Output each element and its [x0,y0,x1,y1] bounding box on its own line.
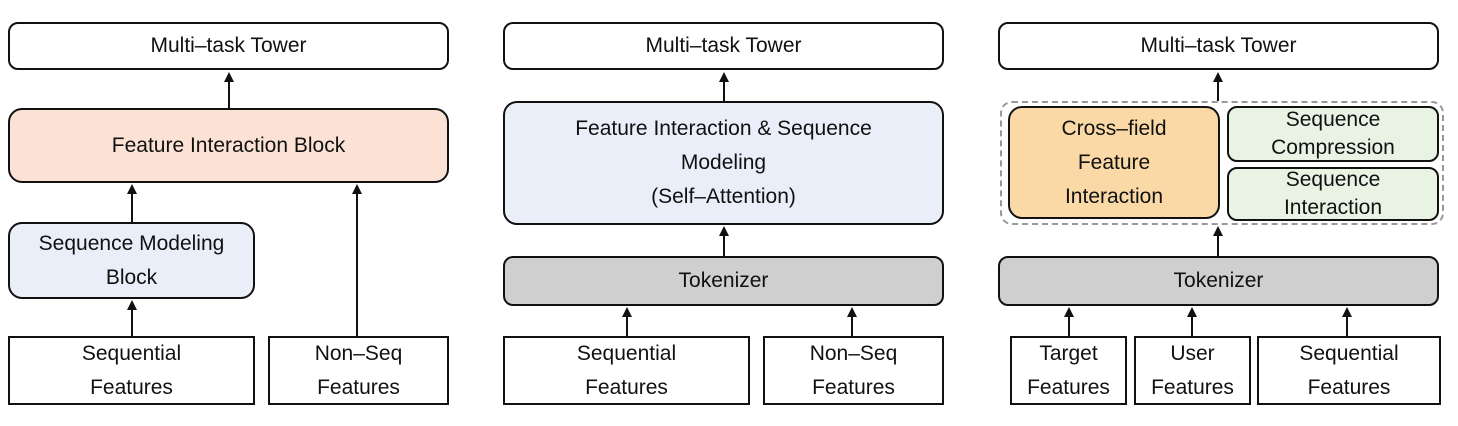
p3-target-line2: Features [1027,375,1110,399]
p2-interaction-line1: Feature Interaction & Sequence [575,117,872,140]
p3-crossfield-line2: Feature [1077,150,1151,174]
p3-user-line1: User [1170,341,1215,365]
p3-seqfeat-line2: Features [1307,375,1391,399]
p2-interaction-line3: (Self–Attention) [651,185,796,208]
p1-interaction-label: Feature Interaction Block [111,133,346,157]
p3-interaction-group-dashed [1000,101,1444,225]
p1-seqfeat-line1: Sequential [81,341,182,365]
p3-sequence-interaction: Sequence Interaction [1227,167,1439,221]
p3-sequence-compression: Sequence Compression [1227,106,1439,162]
p3-multitask-tower: Multi–task Tower [998,22,1439,70]
p1-tower-label: Multi–task Tower [150,34,307,57]
p1-seqmodel-line1: Sequence Modeling [38,231,225,255]
p3-seqcomp-line2: Compression [1271,136,1395,159]
p2-nonseq-line2: Features [812,375,895,399]
p2-tokenizer: Tokenizer [503,256,944,306]
p3-user-line2: Features [1151,375,1234,399]
p1-multitask-tower: Multi–task Tower [8,22,449,70]
p3-cross-field-feature-interaction: Cross–field Feature Interaction [1008,106,1220,219]
p3-crossfield-line1: Cross–field [1061,116,1167,140]
p2-interaction-line2: Modeling [680,151,767,174]
p2-nonseq-line1: Non–Seq [809,341,898,365]
p1-sequence-modeling-block: Sequence Modeling Block [8,222,255,299]
p3-tower-label: Multi–task Tower [1140,34,1297,57]
p2-seqfeat-line1: Sequential [576,341,677,365]
p1-feature-interaction-block: Feature Interaction Block [8,108,449,183]
p2-feature-interaction-sequence-block: Feature Interaction & Sequence Modeling … [503,101,944,225]
p2-sequential-features: Sequential Features [503,336,750,405]
p2-multitask-tower: Multi–task Tower [503,22,944,70]
p3-target-features: Target Features [1010,336,1127,405]
p2-tokenizer-label: Tokenizer [678,269,769,292]
p3-target-line1: Target [1039,341,1098,365]
p3-seqint-line2: Interaction [1283,196,1383,219]
p3-tokenizer-label: Tokenizer [1173,269,1264,292]
p3-seqcomp-line1: Sequence [1285,108,1381,131]
p2-seqfeat-line2: Features [585,375,668,399]
p1-nonseq-line2: Features [317,375,400,399]
p3-seqfeat-line1: Sequential [1299,341,1399,365]
p2-tower-label: Multi–task Tower [645,34,802,57]
p1-seqfeat-line2: Features [90,375,173,399]
p1-seqmodel-line2: Block [105,265,158,289]
p1-nonseq-features: Non–Seq Features [268,336,449,405]
p3-sequential-features: Sequential Features [1257,336,1441,405]
p3-user-features: User Features [1134,336,1251,405]
p1-sequential-features: Sequential Features [8,336,255,405]
p1-nonseq-line1: Non–Seq [314,341,403,365]
p2-nonseq-features: Non–Seq Features [763,336,944,405]
p3-crossfield-line3: Interaction [1064,184,1164,208]
p3-tokenizer: Tokenizer [998,256,1439,306]
p3-seqint-line1: Sequence [1285,168,1381,191]
